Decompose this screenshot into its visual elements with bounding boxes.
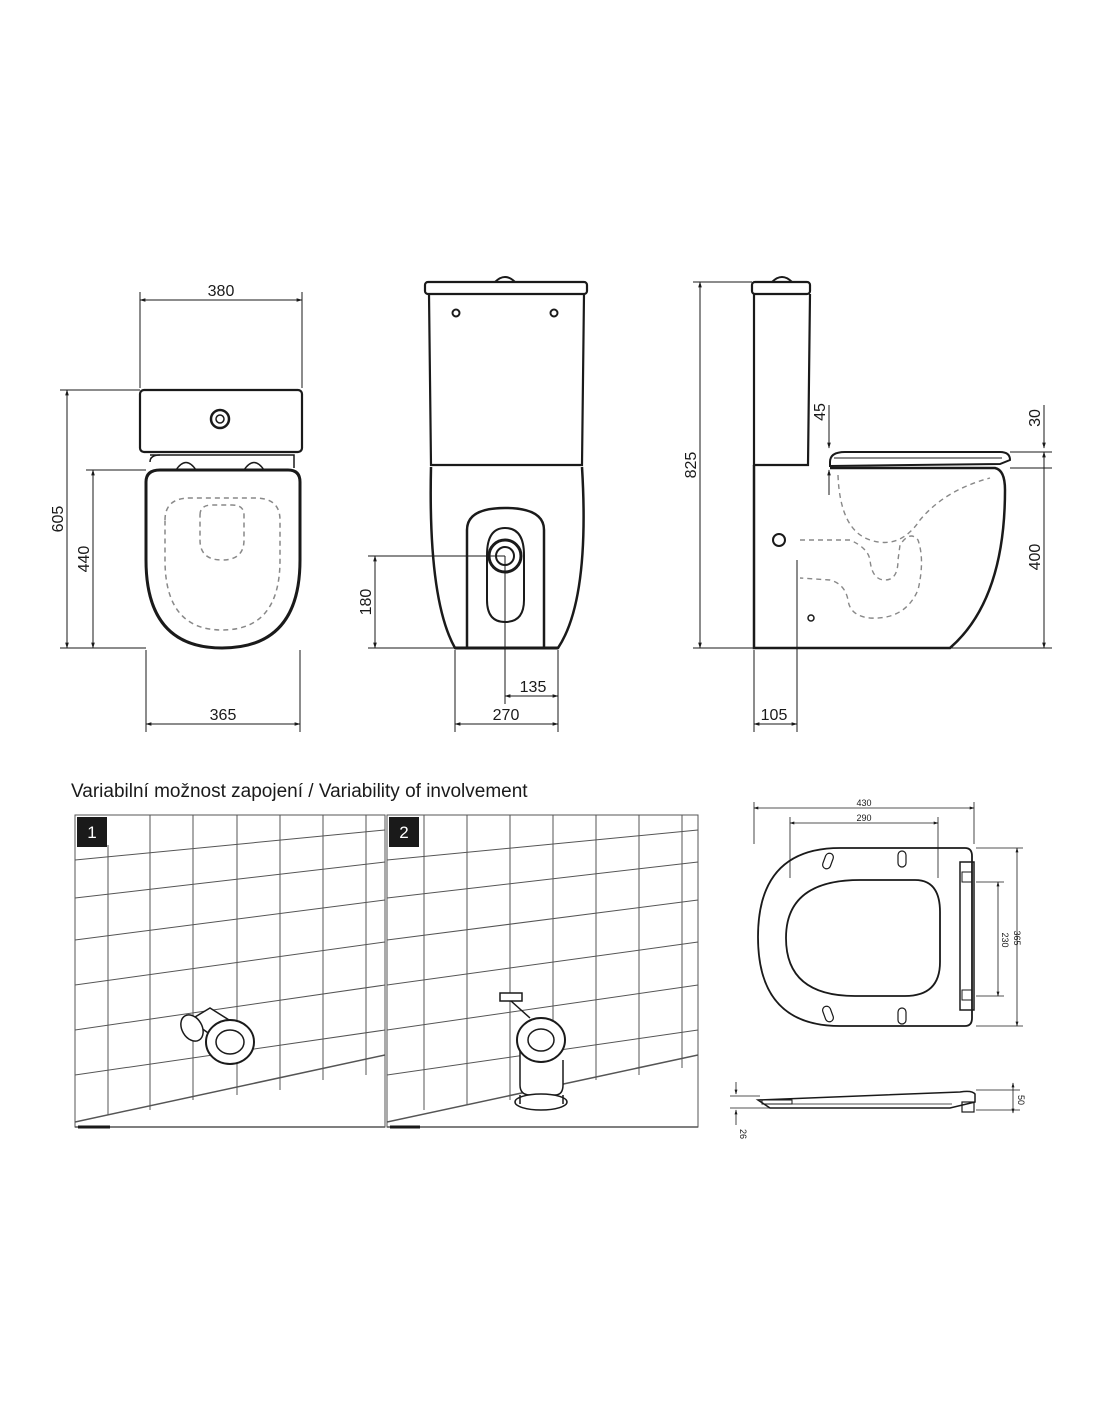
dim-side-seat-height: 400: [1027, 544, 1044, 571]
dim-seat-thickness: 50: [1016, 1095, 1026, 1105]
technical-drawing: 380 605 440 365 180 135 270: [50, 276, 1052, 732]
variant-panel-2: 2: [386, 814, 699, 1129]
dim-seat-base-thickness: 26: [738, 1129, 748, 1139]
back-view: [423, 276, 589, 650]
dim-seat-outer-width: 430: [856, 798, 871, 808]
dim-seat-hinge-width: 290: [856, 813, 871, 823]
front-view: [138, 388, 304, 650]
dim-front-width-top: 380: [208, 283, 235, 300]
back-dimension-lines: [368, 555, 559, 732]
dim-side-seat-thickness: 30: [1027, 409, 1044, 427]
dim-front-height-bowl: 440: [76, 546, 93, 573]
seat-top-dimension-lines: [753, 802, 1023, 1027]
dim-side-seat-gap: 45: [812, 403, 829, 421]
dim-front-height-total: 605: [50, 506, 67, 533]
variant-panel-1: 1: [74, 814, 386, 1129]
dim-side-outlet-offset: 105: [761, 707, 788, 724]
flush-button-icon: [209, 408, 231, 430]
variant-number-2: 2: [399, 823, 408, 842]
dim-seat-inner-depth: 230: [1000, 932, 1010, 947]
section-heading: Variabilní možnost zapojení / Variabilit…: [71, 781, 528, 802]
side-dimension-lines: [693, 281, 1052, 732]
dim-back-height-outlet: 180: [358, 589, 375, 616]
floor-outlet-pipe-icon: [499, 992, 568, 1111]
dim-side-height-total: 825: [683, 452, 700, 479]
seat-side-view: [755, 1090, 976, 1113]
dim-back-outlet-offset: 135: [520, 679, 547, 696]
seat-side-dimension-lines: [730, 1082, 1020, 1125]
dim-seat-depth: 365: [1012, 930, 1022, 945]
side-view: [750, 276, 1012, 650]
wall-outlet-pipe-icon: [180, 1007, 255, 1065]
dim-front-width-bottom: 365: [210, 707, 237, 724]
dim-back-width-base: 270: [493, 707, 520, 724]
front-dimension-lines: [60, 292, 303, 732]
variant-number-1: 1: [87, 823, 96, 842]
seat-top-view: [757, 847, 975, 1027]
